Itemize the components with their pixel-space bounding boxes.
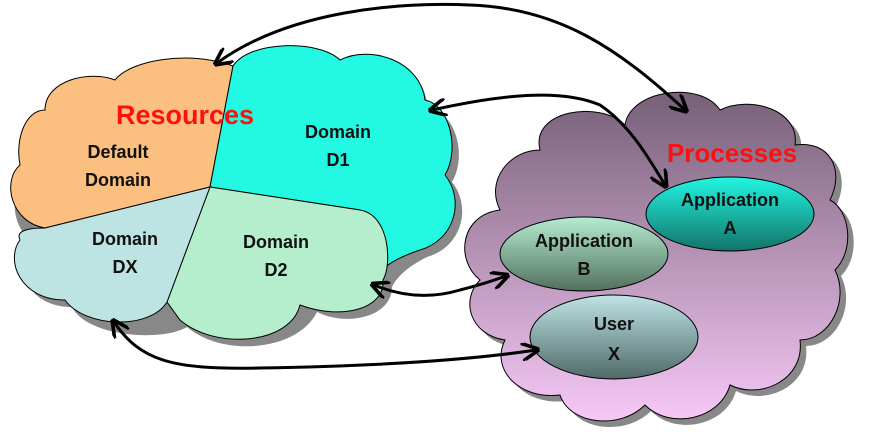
- arrow-default-domain-to-processes: [217, 2, 685, 110]
- arrow-domain-d2-to-application-b: [374, 276, 506, 295]
- domain-d1-line2: D1: [326, 150, 349, 170]
- application-a-ellipse: [645, 176, 815, 252]
- application-a-node: Application A: [645, 176, 815, 252]
- domain-d2-line1: Domain: [243, 232, 309, 252]
- application-b-node: Application B: [499, 216, 669, 292]
- resources-title: Resources: [116, 100, 254, 130]
- domain-d1-line1: Domain: [305, 122, 371, 142]
- domain-dx-label: Domain DX: [92, 229, 158, 277]
- domain-dx-line1: Domain: [92, 229, 158, 249]
- user-x-line2: X: [608, 344, 620, 364]
- application-b-ellipse: [499, 216, 669, 292]
- domain-d2-label: Domain D2: [243, 232, 309, 280]
- default-domain-label: Default Domain: [85, 142, 151, 190]
- user-x-node: User X: [529, 294, 699, 380]
- processes-title: Processes: [667, 138, 797, 168]
- domain-d1-label: Domain D1: [305, 122, 371, 170]
- resources-cloud: [10, 45, 463, 347]
- application-a-line2: A: [724, 218, 737, 238]
- user-x-line1: User: [594, 314, 634, 334]
- domain-dx-line2: DX: [112, 257, 137, 277]
- application-b-line2: B: [578, 259, 591, 279]
- domain-d2-line2: D2: [264, 260, 287, 280]
- user-x-ellipse: [529, 294, 699, 380]
- application-b-line1: Application: [535, 231, 633, 251]
- application-a-line1: Application: [681, 190, 779, 210]
- arrow-domain-d1-to-application-a: [432, 93, 665, 185]
- default-domain-line1: Default: [87, 142, 148, 162]
- default-domain-line2: Domain: [85, 170, 151, 190]
- arrow-domain-dx-to-user-x: [114, 322, 536, 370]
